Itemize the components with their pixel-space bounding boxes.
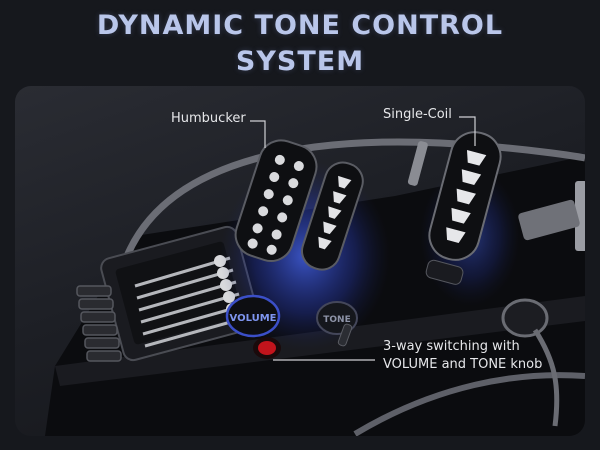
knob-base — [253, 337, 281, 359]
tremolo-bridge — [100, 225, 261, 362]
product-illustration-panel: VOLUME TONE Humbucker Single-Coil 3-way … — [15, 86, 585, 436]
three-way-switch — [337, 323, 353, 347]
single-coil-leader — [459, 116, 476, 146]
side-post — [575, 181, 585, 251]
side-badge — [518, 199, 580, 241]
title-line-2: SYSTEM — [235, 46, 365, 77]
frame-rail-upper — [121, 138, 585, 263]
switching-callout: 3-way switching with VOLUME and TONE kno… — [383, 339, 543, 372]
title-line-1: DYNAMIC TONE CONTROL — [96, 10, 504, 41]
frame-rail-lower — [353, 372, 585, 436]
string-anchors — [76, 285, 122, 362]
humbucker-leader — [250, 120, 266, 148]
middle-single-coil-pickup — [301, 161, 364, 271]
humbucker-pickup — [234, 139, 318, 262]
volume-knob-label: VOLUME — [230, 313, 277, 324]
output-jack — [501, 298, 560, 427]
callout-leader-lines — [250, 116, 476, 361]
guitar-body-illustration: VOLUME TONE — [45, 116, 585, 436]
frame-post — [407, 141, 428, 186]
tone-knob-label: TONE — [323, 315, 350, 325]
page-title: DYNAMIC TONE CONTROL SYSTEM — [0, 8, 600, 80]
humbucker-callout: Humbucker — [171, 111, 246, 126]
single-coil-callout: Single-Coil — [383, 107, 452, 122]
volume-knob: VOLUME — [225, 294, 281, 338]
single-coil-pickup — [425, 131, 502, 285]
